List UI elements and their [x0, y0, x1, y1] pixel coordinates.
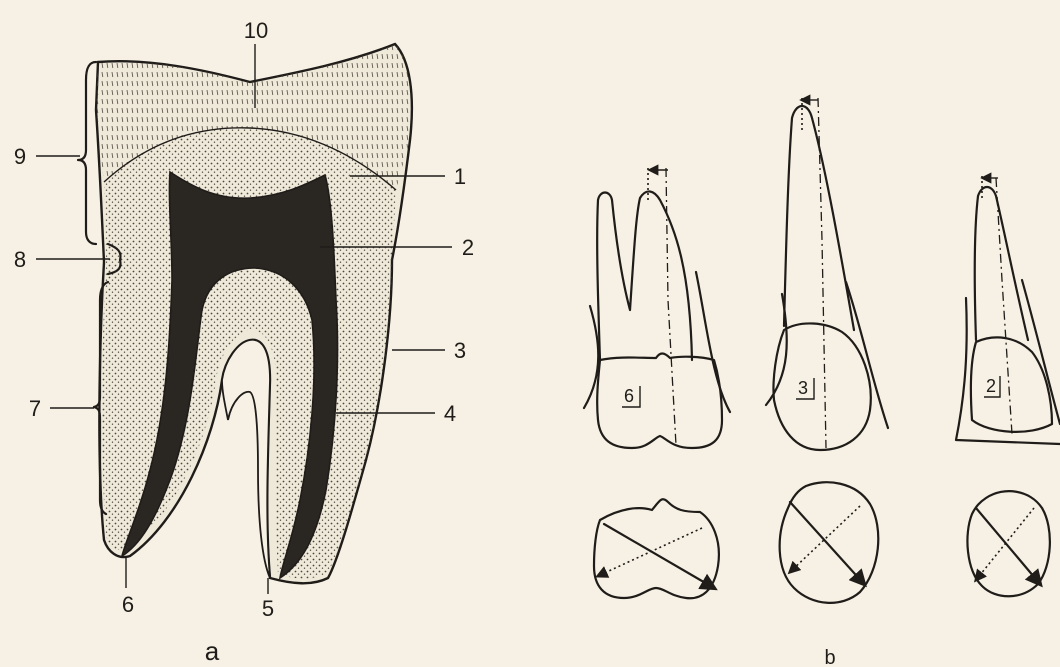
- tooth-6-diag-solid: [604, 524, 714, 588]
- tooth-2-lateral: 2: [956, 176, 1060, 444]
- tooth-2-crown: [971, 337, 1052, 431]
- tooth-3-diag-dotted: [790, 506, 860, 572]
- tooth-6-crown: [597, 354, 722, 449]
- callout-8: 8: [14, 247, 26, 272]
- callout-5: 5: [262, 596, 274, 621]
- tooth-2-gum-right: [1022, 280, 1060, 424]
- tooth-2-outline: [975, 187, 1028, 340]
- tooth-3-mark: 3: [798, 378, 808, 398]
- tooth-6-gum-left: [584, 306, 598, 408]
- tooth-3-lateral: 3: [766, 98, 888, 450]
- tooth-6-root-left: [597, 191, 692, 360]
- root-bifurcation: [222, 340, 270, 578]
- callout-7: 7: [29, 396, 41, 421]
- tooth-3-gum-left: [766, 294, 787, 405]
- tooth-6-lateral: 6: [584, 168, 730, 448]
- tooth-6-gum-right: [696, 272, 730, 412]
- callout-3: 3: [454, 338, 466, 363]
- tooth-2-diag-solid: [976, 508, 1040, 584]
- tooth-2-axis: [996, 178, 1012, 434]
- tooth-6-mark: 6: [624, 386, 634, 406]
- callout-10: 10: [244, 18, 268, 43]
- tooth-3-axis: [818, 98, 826, 448]
- molar-section: [78, 44, 412, 583]
- crown-bracket: [78, 62, 96, 244]
- panel-b-label: b: [824, 647, 835, 667]
- tooth-3-gum-right: [846, 282, 888, 428]
- panel-a-label: a: [205, 636, 220, 666]
- tooth-6-axis: [666, 168, 676, 445]
- callout-4: 4: [444, 401, 456, 426]
- callout-2: 2: [462, 235, 474, 260]
- tooth-3-occlusal: [780, 482, 879, 603]
- tooth-2-mark: 2: [986, 376, 996, 396]
- callout-6: 6: [122, 592, 134, 617]
- callout-9: 9: [14, 144, 26, 169]
- tooth-3-diag-solid: [790, 502, 864, 584]
- callout-1: 1: [454, 164, 466, 189]
- tooth-3-crown: [773, 323, 870, 450]
- tooth-2-occlusal: [967, 491, 1049, 596]
- tooth-6-occlusal: [594, 499, 719, 598]
